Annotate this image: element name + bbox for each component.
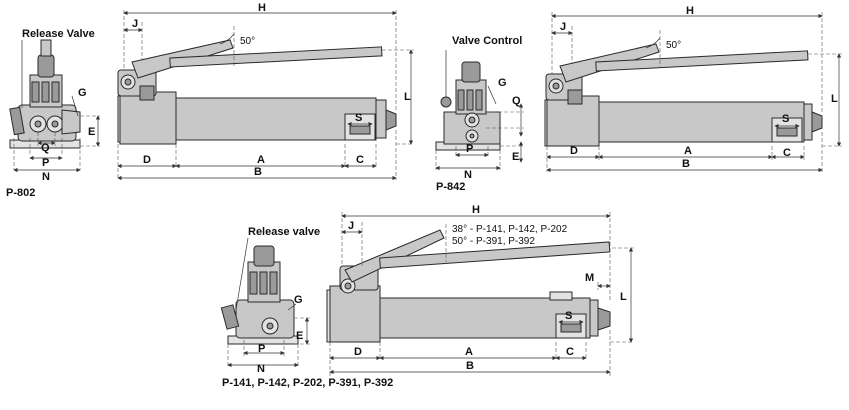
label-c-a: C	[356, 154, 364, 166]
label-n-p802: N	[42, 171, 50, 183]
label-d-b: D	[570, 145, 578, 157]
label-angle-note-2: 50° - P-391, P-392	[452, 236, 535, 247]
label-n-p842: N	[464, 169, 472, 181]
label-angle-a: 50°	[240, 36, 255, 47]
label-s-b: S	[782, 113, 789, 125]
label-c-b: C	[783, 147, 791, 159]
label-h-a: H	[258, 2, 266, 14]
label-a-c: A	[465, 346, 473, 358]
pump-front-view-a	[117, 10, 414, 181]
label-q-p802: Q	[41, 142, 50, 154]
model-p842: P-842	[436, 181, 465, 193]
model-p802: P-802	[6, 187, 35, 199]
label-release-valve-p802: Release Valve	[22, 28, 95, 40]
pump-front-view-b	[544, 12, 842, 173]
label-l-a: L	[404, 91, 411, 103]
label-l-c: L	[620, 291, 627, 303]
label-a-a: A	[257, 154, 265, 166]
label-h-c: H	[472, 204, 480, 216]
label-b-b: B	[682, 158, 690, 170]
label-g-p802: G	[78, 87, 87, 99]
p802-side-view	[9, 39, 101, 173]
label-d-c: D	[354, 346, 362, 358]
label-j-b: J	[560, 21, 566, 33]
label-e-p141: E	[296, 330, 303, 342]
label-j-c: J	[348, 220, 354, 232]
label-h-b: H	[686, 5, 694, 17]
label-q-p842: Q	[512, 95, 521, 107]
label-release-valve-p141: Release valve	[248, 226, 320, 238]
label-g-p141: G	[294, 294, 303, 306]
label-g-p842: G	[498, 77, 507, 89]
label-a-b: A	[684, 145, 692, 157]
label-angle-b: 50°	[666, 40, 681, 51]
label-l-b: L	[831, 93, 838, 105]
label-b-a: B	[254, 166, 262, 178]
label-valve-control: Valve Control	[452, 35, 522, 47]
label-s-a: S	[355, 112, 362, 124]
p141-side-view	[220, 237, 310, 368]
label-e-p842: E	[512, 151, 519, 163]
label-j-a: J	[132, 18, 138, 30]
label-s-c: S	[565, 310, 572, 322]
label-angle-note-1: 38° - P-141, P-142, P-202	[452, 224, 568, 235]
label-p-p802: P	[42, 157, 49, 169]
label-d-a: D	[143, 154, 151, 166]
pump-front-view-c	[326, 212, 634, 376]
model-p141: P-141, P-142, P-202, P-391, P-392	[222, 377, 393, 389]
label-e-p802: E	[88, 126, 95, 138]
label-c-c: C	[566, 346, 574, 358]
p842-side-view	[435, 50, 524, 171]
label-m-c: M	[585, 272, 594, 284]
label-p-p842: P	[466, 143, 473, 155]
label-p-p141: P	[258, 343, 265, 355]
label-n-p141: N	[257, 363, 265, 375]
label-b-c: B	[466, 360, 474, 372]
